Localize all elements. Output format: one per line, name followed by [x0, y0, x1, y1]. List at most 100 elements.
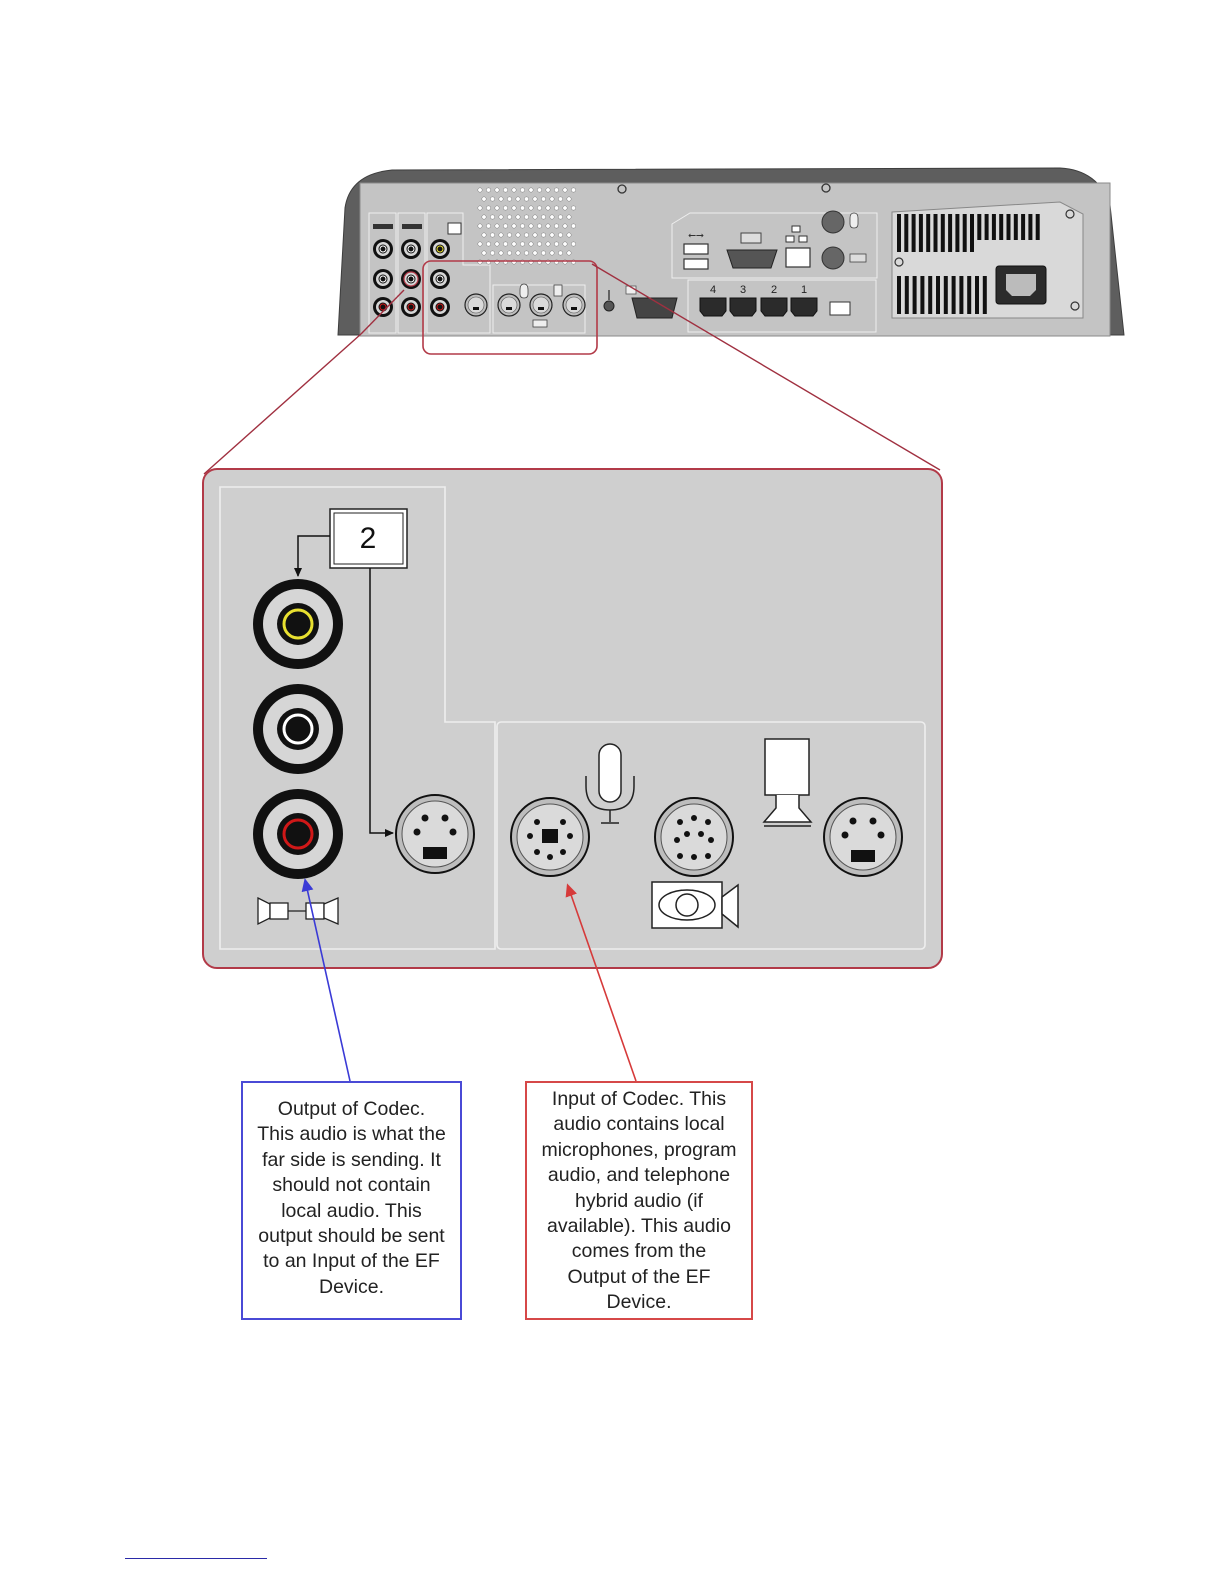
output-badge-number: 2 — [360, 522, 377, 555]
codec-input-callout: Input of Codec. This audio contains loca… — [525, 1081, 753, 1320]
vent-hole — [511, 241, 517, 247]
vent-hole — [494, 241, 500, 247]
zoom-guide-line — [591, 263, 941, 471]
vent-hole — [481, 232, 487, 238]
phone-port-number: 4 — [710, 284, 716, 296]
vent-hole — [558, 196, 563, 202]
vent-hole — [481, 250, 487, 256]
vent-hole — [511, 187, 517, 193]
psu-vent-slot — [940, 214, 945, 252]
vent-hole — [490, 250, 495, 256]
camera-icon — [651, 881, 739, 929]
vent-hole — [562, 241, 568, 247]
camera-input-port — [654, 797, 734, 877]
vent-hole — [511, 223, 517, 229]
psu-vent-slot — [984, 214, 989, 240]
rca-jack-column-1 — [373, 239, 393, 317]
vent-hole — [486, 205, 491, 211]
vent-hole — [537, 205, 542, 211]
psu-vent-slot — [918, 214, 923, 252]
vent-hole — [562, 223, 568, 229]
isdn-port — [829, 301, 851, 316]
vent-hole — [498, 250, 504, 256]
din-port-small — [464, 293, 586, 317]
psu-vent-slot — [967, 276, 972, 314]
vent-hole — [528, 241, 534, 247]
vent-hole — [515, 214, 521, 220]
vent-hole — [571, 241, 576, 247]
vga-port — [631, 297, 678, 319]
av-column-box — [426, 212, 491, 334]
vent-hole — [537, 241, 542, 247]
vent-hole — [566, 232, 572, 238]
psu-vent-slot — [1006, 214, 1011, 240]
vent-hole — [486, 187, 491, 193]
vent-hole — [507, 250, 512, 256]
psu-vent-slot — [982, 276, 987, 314]
psu-vent-slot — [1035, 214, 1040, 240]
psu-vent-slot — [911, 214, 916, 252]
vent-hole — [515, 196, 521, 202]
psu-vent-slot — [991, 214, 996, 240]
usb-port — [683, 258, 709, 270]
usb-port — [683, 243, 709, 255]
io-group-box — [671, 212, 878, 279]
vent-hole — [554, 187, 559, 193]
psu-vent-slot — [1013, 214, 1018, 240]
vent-hole — [486, 223, 491, 229]
vent-hole — [481, 214, 487, 220]
psu-vent-slot — [955, 214, 960, 252]
vent-hole — [498, 232, 504, 238]
vent-hole — [520, 241, 525, 247]
psu-vent-slot — [1028, 214, 1033, 240]
vent-hole — [545, 241, 551, 247]
vent-hole — [490, 214, 495, 220]
vent-hole — [528, 205, 534, 211]
av-column-box — [397, 212, 426, 334]
psu-vent-slot — [933, 214, 938, 252]
mouse-icon — [849, 212, 859, 229]
zoom-guide-line — [360, 289, 405, 335]
av-inner-box — [219, 486, 496, 950]
vent-hole — [524, 232, 529, 238]
vent-hole — [481, 196, 487, 202]
keyboard-port — [821, 246, 845, 270]
phone-port-number: 3 — [740, 284, 746, 296]
psu-vent-slot — [959, 276, 964, 314]
phone-port-number: 2 — [771, 284, 777, 296]
psu-vent-slot — [999, 214, 1004, 240]
vent-hole — [545, 223, 551, 229]
vent-hole — [490, 232, 495, 238]
vent-hole — [558, 232, 563, 238]
zoomed-connector-panel: 2 — [202, 468, 943, 969]
audio-inner-box — [496, 721, 926, 950]
psu-vent-slot — [962, 214, 967, 252]
vent-hole — [545, 187, 551, 193]
vent-hole — [507, 232, 512, 238]
rca-jack-red — [253, 789, 343, 879]
phone-port-number: 1 — [801, 284, 807, 296]
vent-hole — [571, 205, 576, 211]
vent-hole — [477, 241, 483, 247]
vent-hole — [566, 196, 572, 202]
psu-vent-slot — [975, 276, 979, 314]
speaker-output-port — [823, 797, 903, 877]
vent-hole — [532, 232, 538, 238]
microphone-icon-small — [519, 283, 529, 299]
vent-hole — [549, 232, 555, 238]
footnote-separator — [125, 1558, 267, 1559]
highlight-region — [422, 260, 598, 355]
vent-hole — [486, 241, 491, 247]
av-column-box — [368, 212, 397, 334]
vent-hole — [503, 241, 508, 247]
vent-hole — [532, 196, 538, 202]
badge-to-yellow-arrow — [294, 535, 330, 577]
vent-hole — [477, 223, 483, 229]
output-badge — [329, 508, 408, 569]
vent-hole — [494, 187, 500, 193]
vent-hole — [566, 250, 572, 256]
vent-hole — [558, 250, 563, 256]
vent-hole — [549, 196, 555, 202]
psu-vent-slot — [951, 276, 956, 314]
psu-vent-slot — [1021, 214, 1026, 240]
